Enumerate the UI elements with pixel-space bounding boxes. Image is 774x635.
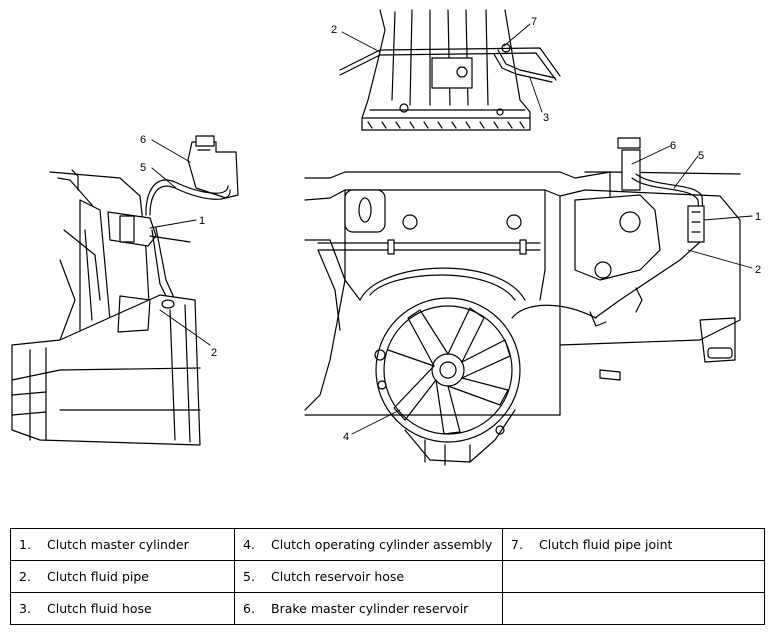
callout-right-2: 2 [755,264,761,276]
legend-cell [502,560,765,593]
top-transmission-view [339,9,561,131]
callout-left-2: 2 [211,347,217,359]
callout-right-1: 1 [755,211,761,223]
leader-lines [149,23,753,435]
callout-left-5: 5 [140,162,146,174]
legend-cell: 7.Clutch fluid pipe joint [502,528,765,561]
legend-cell: 6.Brake master cylinder reservoir [234,592,503,625]
legend-row: 3.Clutch fluid hose 6.Brake master cylin… [10,592,765,625]
left-pedal-view [11,135,239,446]
legend-row: 2.Clutch fluid pipe 5.Clutch reservoir h… [10,560,765,593]
callout-right-6: 6 [670,140,676,152]
callout-right-5: 5 [698,150,704,162]
clutch-hydraulic-diagram: 6 5 1 2 2 7 3 6 5 1 2 4 [11,9,761,466]
legend-cell: 1.Clutch master cylinder [10,528,235,561]
legend-cell: 2.Clutch fluid pipe [10,560,235,593]
callouts: 6 5 1 2 2 7 3 6 5 1 2 4 [140,16,761,443]
callout-top-7: 7 [531,16,537,28]
parts-legend-table: 1.Clutch master cylinder 4.Clutch operat… [10,528,765,625]
right-engine-bay-view [304,137,741,466]
callout-top-2: 2 [331,24,337,36]
legend-cell [502,592,765,625]
legend-cell: 4.Clutch operating cylinder assembly [234,528,503,561]
callout-left-6: 6 [140,134,146,146]
callout-top-3: 3 [543,112,549,124]
legend-row: 1.Clutch master cylinder 4.Clutch operat… [10,528,765,561]
callout-right-4: 4 [343,431,349,443]
legend-cell: 5.Clutch reservoir hose [234,560,503,593]
legend-cell: 3.Clutch fluid hose [10,592,235,625]
callout-left-1: 1 [199,215,205,227]
